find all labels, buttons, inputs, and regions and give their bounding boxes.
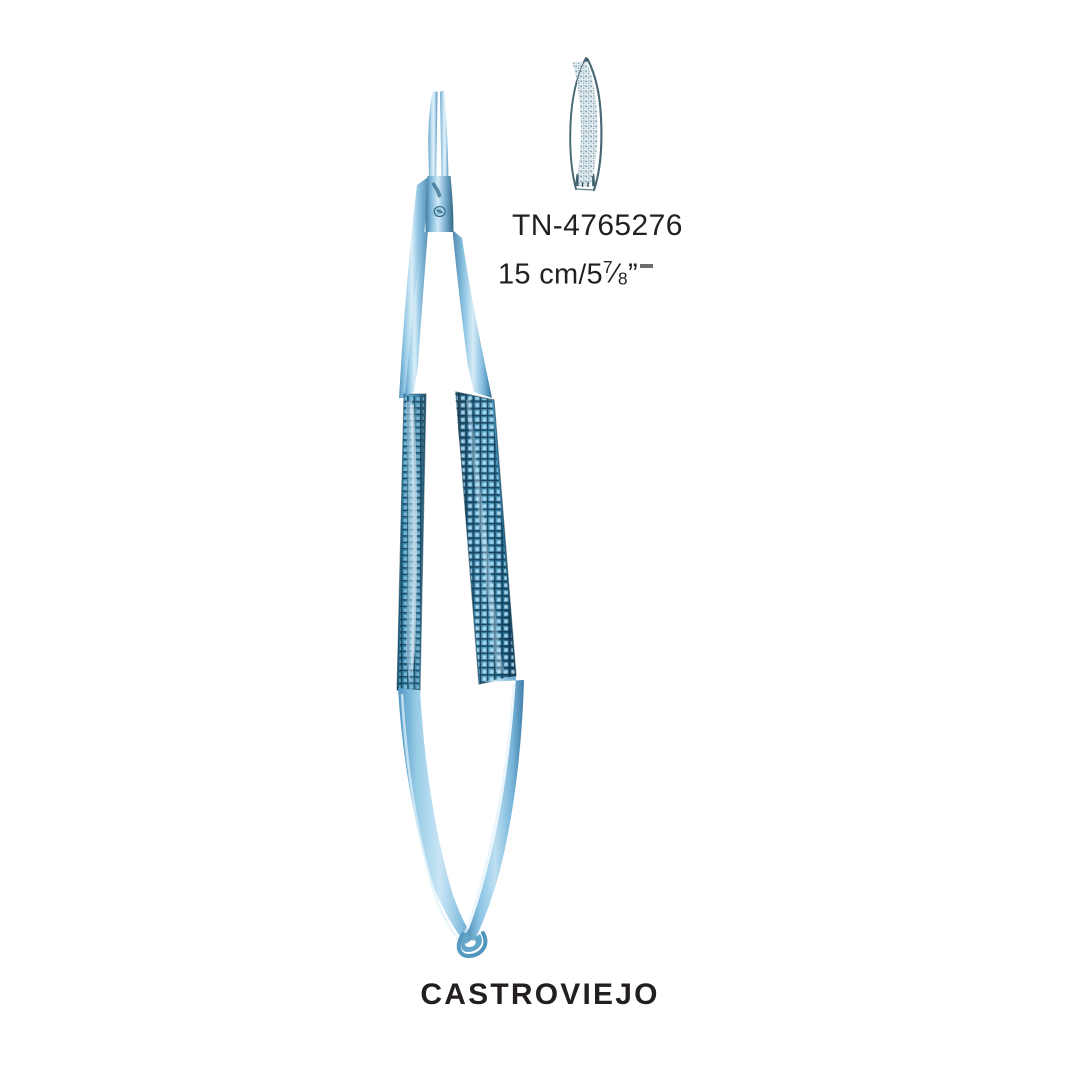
size-metric-value: 15 cm [498, 258, 579, 291]
inch-mark: ” [627, 258, 638, 291]
size-imperial-whole: 5 [586, 258, 603, 291]
size-separator: / [578, 258, 587, 290]
size-specification: 15 cm/57⁄8” [498, 257, 638, 292]
size-imperial-fraction: 7⁄8 [602, 257, 628, 289]
fraction-numerator: 7 [602, 257, 613, 277]
instrument-name-label: CASTROVIEJO [420, 978, 660, 1011]
trailing-dash-mark [640, 264, 653, 268]
fraction-denominator: 8 [617, 268, 628, 289]
catalog-number: TN-4765276 [512, 209, 683, 242]
